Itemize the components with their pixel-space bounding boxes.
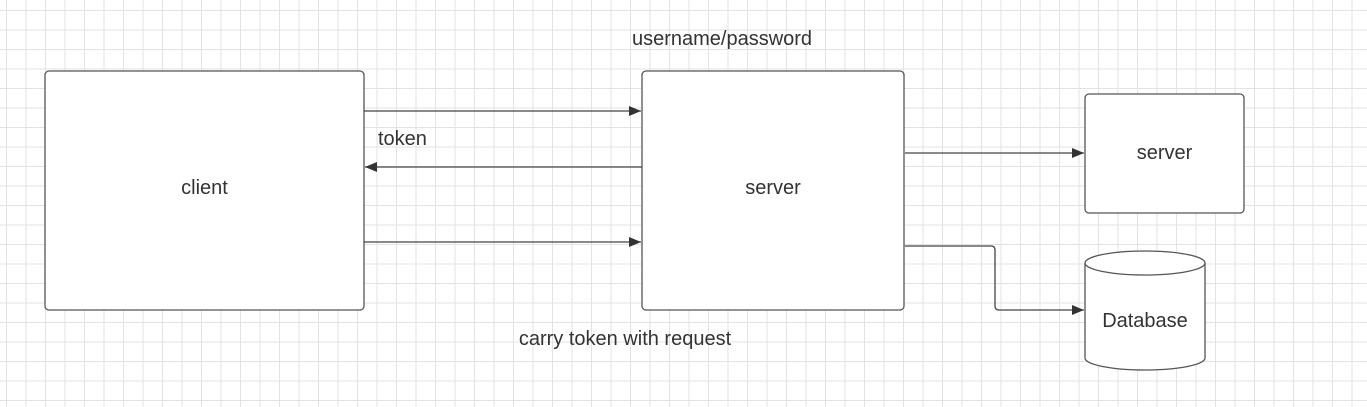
client-node[interactable]: client [44,70,365,311]
auth-server-node[interactable]: server [641,70,905,311]
request-edge-label: carry token with request [519,328,732,350]
database-label: Database [1102,310,1188,332]
database-node[interactable]: Database [1084,250,1206,371]
credentials-edge-label: username/password [632,28,812,50]
auth-server-label: server [745,177,801,199]
backend-server-label: server [1137,142,1193,164]
backend-server-node[interactable]: server [1084,93,1245,214]
client-label: client [181,177,228,199]
token-edge-label: token [378,128,427,150]
to-database-edge[interactable] [905,245,1084,315]
